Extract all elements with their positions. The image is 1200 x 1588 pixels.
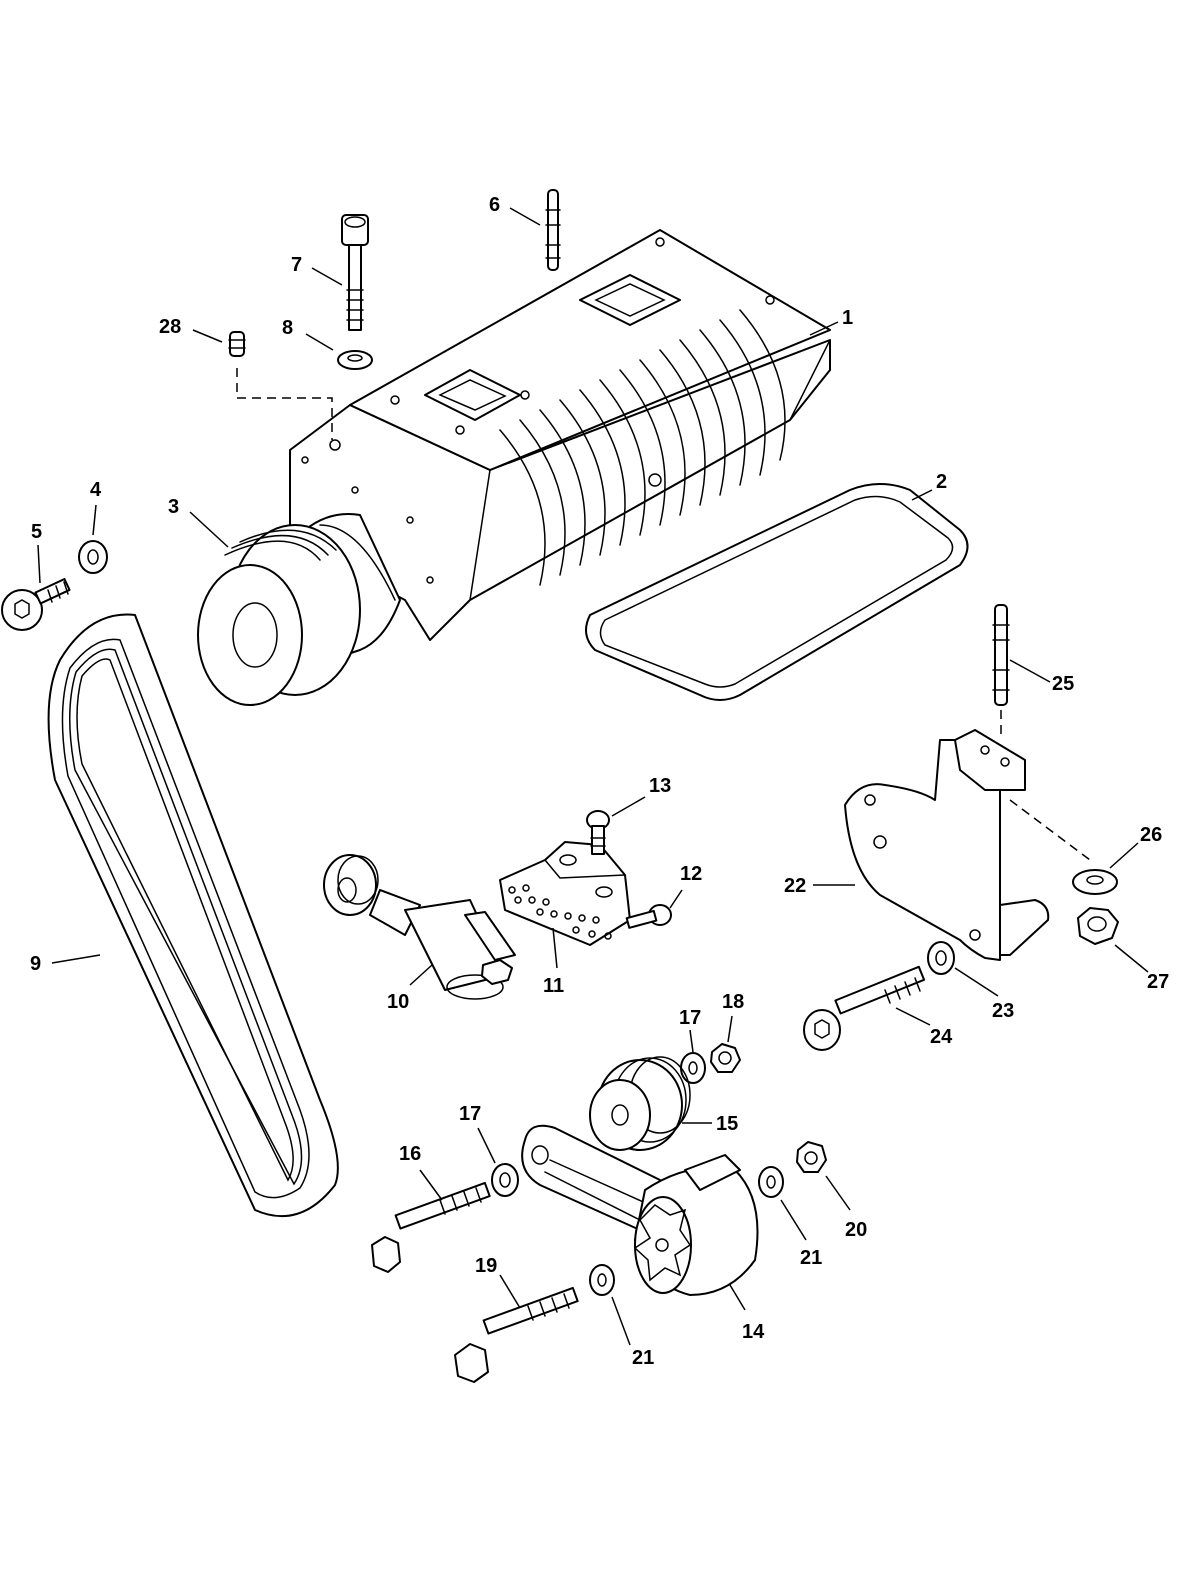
- cap-screw-7: [341, 214, 369, 331]
- callout-22: 22: [784, 875, 806, 897]
- callout-17-lower: 17: [459, 1103, 481, 1125]
- callout-5: 5: [31, 521, 42, 543]
- washer-21-lower: [589, 1264, 615, 1296]
- callout-labels: 1 2 3 4 5 6 7 8 28 9 10 11 12 13 14 15 1…: [30, 194, 1169, 1369]
- cap-screw-13: [586, 810, 610, 855]
- supercharger-pulley: [197, 524, 361, 706]
- set-screw-28: [228, 331, 333, 440]
- tensioner-arm: [521, 1124, 759, 1296]
- callout-18: 18: [722, 991, 744, 1013]
- callout-23: 23: [992, 1000, 1014, 1022]
- idler-pulley: [589, 1056, 691, 1151]
- callout-21-right: 21: [800, 1247, 822, 1269]
- belt-tensioner: [323, 854, 516, 1000]
- callout-21-lower: 21: [632, 1347, 654, 1369]
- washer-17-lower: [491, 1163, 519, 1197]
- callout-17-upper: 17: [679, 1007, 701, 1029]
- cap-screw-5: [1, 578, 71, 631]
- bolt-19: [454, 1286, 579, 1383]
- bolt-16: [371, 1181, 491, 1273]
- washer-21-right: [758, 1166, 784, 1198]
- callout-6: 6: [489, 194, 500, 216]
- callout-20: 20: [845, 1219, 867, 1241]
- cap-screw-12: [625, 904, 672, 929]
- washer-26: [1072, 869, 1118, 895]
- callout-14: 14: [742, 1321, 765, 1343]
- callout-4: 4: [90, 479, 102, 501]
- callout-27: 27: [1147, 971, 1169, 993]
- callout-15: 15: [716, 1113, 738, 1135]
- drive-belt: [47, 613, 339, 1218]
- callout-13: 13: [649, 775, 671, 797]
- cap-screw-24: [803, 965, 926, 1051]
- washer-4: [78, 540, 108, 574]
- callout-10: 10: [387, 991, 409, 1013]
- washer-8: [337, 350, 373, 370]
- callout-12: 12: [680, 863, 702, 885]
- callout-7: 7: [291, 254, 302, 276]
- nut-27: [1077, 907, 1119, 945]
- callout-24: 24: [930, 1026, 953, 1048]
- washer-17-upper: [680, 1052, 706, 1084]
- stud-25: [992, 604, 1010, 740]
- callout-9: 9: [30, 953, 41, 975]
- callout-1: 1: [842, 307, 853, 329]
- callout-8: 8: [282, 317, 293, 339]
- washer-23: [927, 941, 955, 975]
- callout-3: 3: [168, 496, 179, 518]
- mounting-bracket-22: [844, 729, 1091, 961]
- nut-18: [710, 1043, 741, 1073]
- stud-6: [545, 189, 561, 271]
- callout-16: 16: [399, 1143, 421, 1165]
- callout-25: 25: [1052, 673, 1074, 695]
- leader-lines: [37, 207, 1149, 1346]
- callout-11: 11: [543, 975, 564, 997]
- callout-26: 26: [1140, 824, 1162, 846]
- callout-2: 2: [936, 471, 947, 493]
- gasket: [585, 483, 969, 701]
- callout-28: 28: [159, 316, 181, 338]
- mounting-plate-11: [499, 841, 631, 946]
- callout-19: 19: [475, 1255, 497, 1277]
- nut-20: [796, 1141, 827, 1173]
- cooling-fins: [499, 309, 786, 586]
